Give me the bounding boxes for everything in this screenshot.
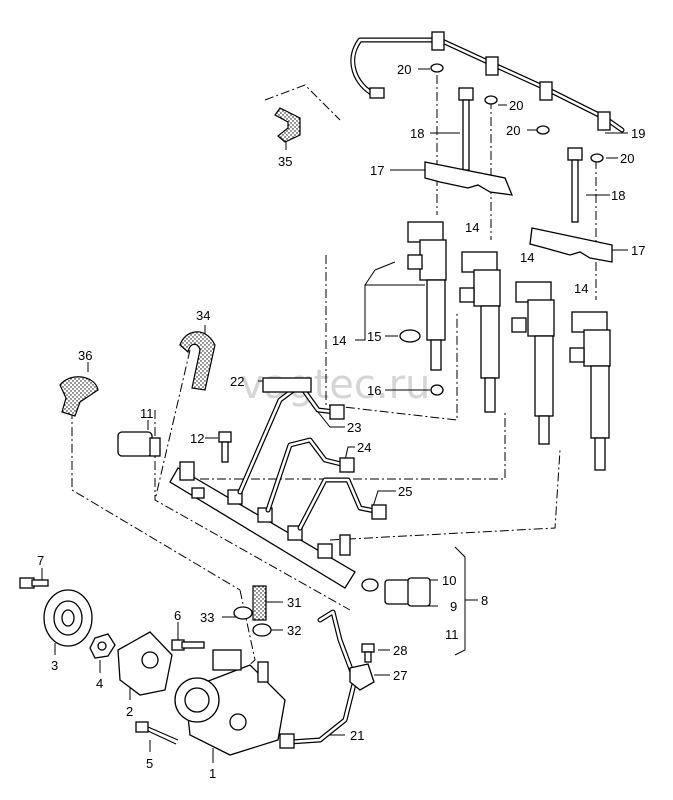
label-14: 14	[332, 333, 346, 348]
injector-4	[569, 311, 611, 471]
label-17: 17	[370, 163, 384, 178]
rail-bolt	[218, 431, 232, 463]
label-23: 23	[347, 420, 361, 435]
pump-bolt	[135, 721, 179, 745]
pipe-bracket	[262, 377, 312, 393]
label-22: 22	[230, 374, 244, 389]
label-18: 18	[611, 188, 625, 203]
clamp-plates	[424, 161, 613, 263]
label-8: 8	[481, 593, 488, 608]
label-35: 35	[278, 154, 292, 169]
label-18: 18	[410, 126, 424, 141]
label-32: 32	[287, 623, 301, 638]
hose-36	[59, 376, 99, 417]
injector-seal	[430, 384, 444, 396]
label-6: 6	[174, 608, 181, 623]
label-12: 12	[190, 431, 204, 446]
pressure-sensor	[117, 431, 161, 457]
label-14: 14	[520, 250, 534, 265]
drive-gear	[43, 589, 93, 647]
hose-34	[179, 331, 216, 391]
bracket	[349, 663, 375, 691]
label-14: 14	[465, 220, 479, 235]
label-21: 21	[350, 728, 364, 743]
part-labels: 20 20 20 20 19 18 18 17 17 14 14 14 14 1…	[37, 62, 645, 781]
label-19: 19	[631, 126, 645, 141]
label-14: 14	[574, 281, 588, 296]
injector-3	[511, 281, 555, 445]
hose-35	[274, 107, 301, 143]
label-15: 15	[367, 329, 381, 344]
label-5: 5	[146, 756, 153, 771]
label-17: 17	[631, 243, 645, 258]
label-36: 36	[78, 348, 92, 363]
label-10: 10	[442, 573, 456, 588]
pump-flange	[117, 631, 173, 696]
gear-bolt	[19, 577, 49, 589]
high-pressure-pump	[174, 649, 295, 756]
label-4: 4	[96, 676, 103, 691]
label-1: 1	[209, 766, 216, 781]
label-20: 20	[509, 98, 523, 113]
label-11: 11	[445, 627, 459, 642]
leader-lines	[41, 68, 628, 763]
label-33: 33	[200, 610, 214, 625]
injectors	[407, 221, 611, 471]
hose-clamp-33	[233, 606, 253, 620]
label-24: 24	[357, 440, 371, 455]
valve-seal	[361, 578, 379, 592]
label-9: 9	[450, 599, 457, 614]
fuel-rail	[169, 461, 356, 589]
injector-1	[407, 221, 447, 371]
label-16: 16	[367, 383, 381, 398]
pressure-valve	[384, 577, 431, 607]
label-31: 31	[287, 595, 301, 610]
label-27: 27	[393, 668, 407, 683]
label-20: 20	[506, 123, 520, 138]
label-11: 11	[140, 406, 154, 421]
injector-pipes	[237, 377, 387, 745]
hose-clamp-32	[252, 623, 272, 637]
label-25: 25	[398, 484, 412, 499]
nut	[89, 633, 116, 659]
flange-bolt	[171, 639, 205, 651]
label-20: 20	[620, 151, 634, 166]
label-34: 34	[196, 308, 210, 323]
injector-2	[459, 251, 501, 413]
hose-31	[252, 585, 267, 621]
label-2: 2	[126, 704, 133, 719]
label-3: 3	[51, 658, 58, 673]
label-28: 28	[393, 643, 407, 658]
o-ring	[399, 329, 421, 343]
bracket-bolt	[361, 643, 375, 663]
label-20: 20	[397, 62, 411, 77]
seal-rings	[430, 63, 604, 163]
fuel-return-line	[350, 31, 625, 133]
label-7: 7	[37, 553, 44, 568]
